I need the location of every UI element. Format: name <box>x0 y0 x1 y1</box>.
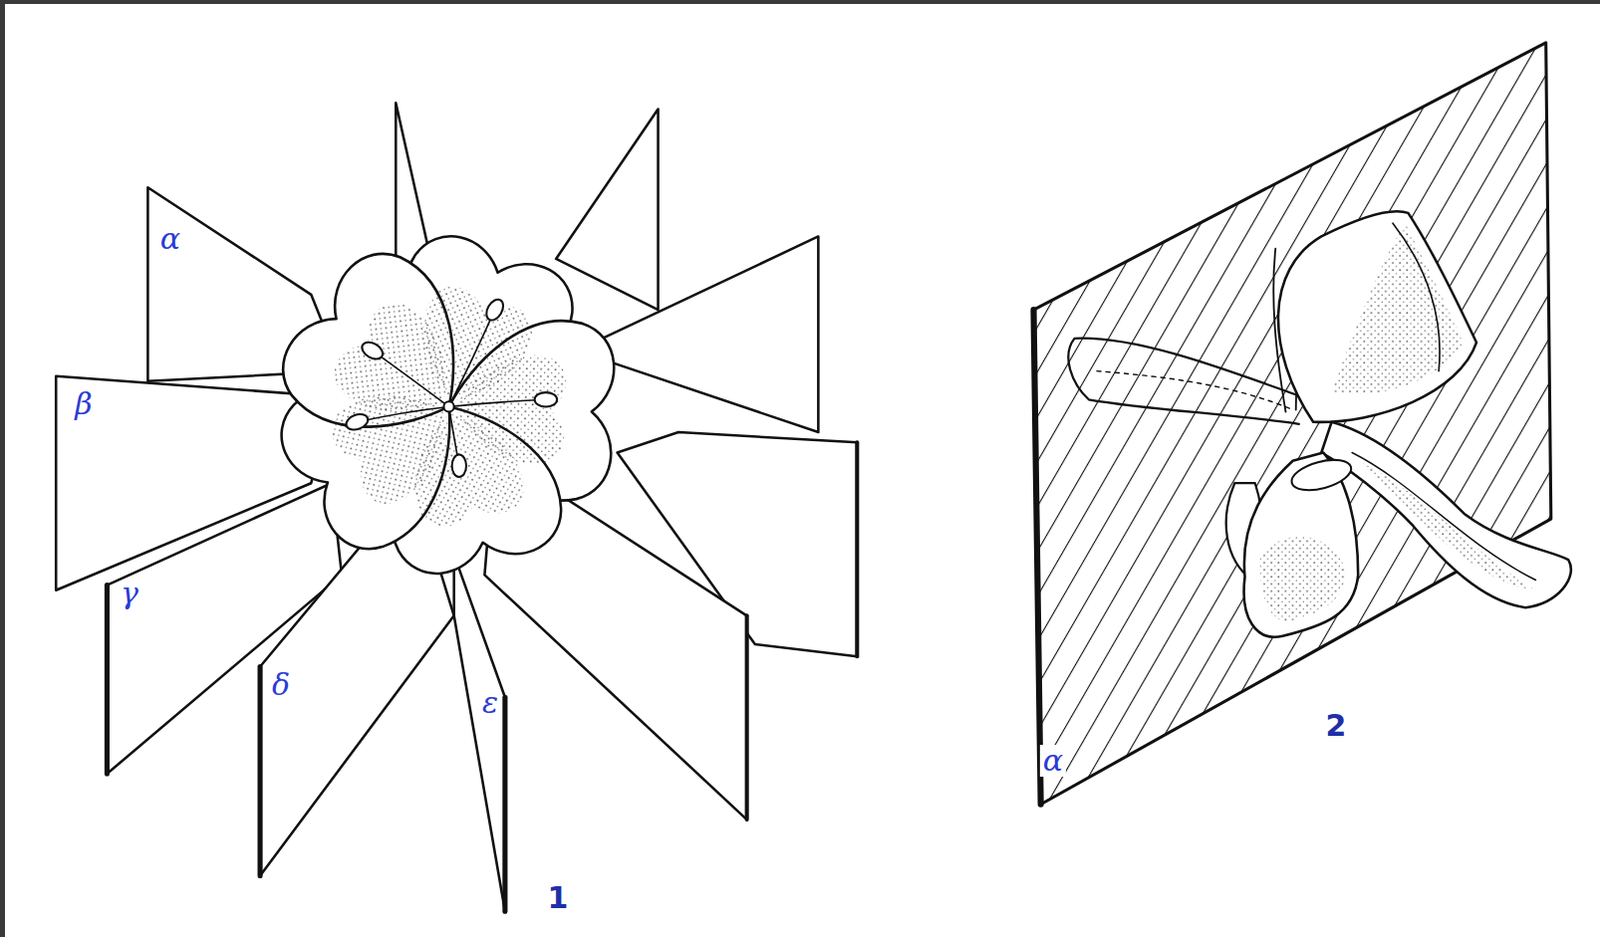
anther <box>483 296 508 324</box>
plane-label: δ <box>268 669 293 702</box>
plane-edge <box>104 585 110 775</box>
plane <box>555 108 658 310</box>
stamens <box>356 309 545 467</box>
lip-pouch <box>1244 453 1359 638</box>
anther <box>358 338 386 363</box>
stipple <box>1260 536 1346 622</box>
plane-label: β <box>71 388 95 421</box>
plane <box>454 554 506 912</box>
stipple <box>1361 463 1536 591</box>
right-petal <box>1321 422 1572 608</box>
zygomorphic-figure <box>1033 42 1571 805</box>
dorsal-sepal <box>1278 211 1477 422</box>
plane-label: α <box>1040 745 1067 778</box>
figure-number: 2 <box>1323 710 1350 743</box>
plane-label: α <box>157 223 184 256</box>
petal-vein <box>1351 453 1536 581</box>
anther <box>452 455 467 479</box>
plane-edge <box>745 615 750 820</box>
petal-stipple <box>323 292 478 447</box>
hidden-petal <box>1067 338 1301 425</box>
stigma <box>443 401 454 412</box>
flower-symmetry-illustration <box>4 3 1600 937</box>
anther <box>534 392 558 407</box>
plane-edge <box>1033 309 1041 805</box>
plane <box>576 236 819 433</box>
plane-edge <box>258 667 264 877</box>
plane-edge <box>502 697 508 912</box>
plane-label: ε <box>479 687 502 720</box>
symmetry-plane <box>1033 42 1551 805</box>
petal-vein <box>1096 371 1294 411</box>
plane-edge <box>854 442 859 657</box>
figure-number: 1 <box>544 882 572 915</box>
stipple <box>1332 223 1465 395</box>
pouch-opening <box>1288 454 1354 497</box>
plane-label: γ <box>117 577 142 610</box>
actinomorphic-flower <box>265 224 616 584</box>
anther <box>343 411 370 433</box>
symmetry-planes <box>55 102 857 912</box>
